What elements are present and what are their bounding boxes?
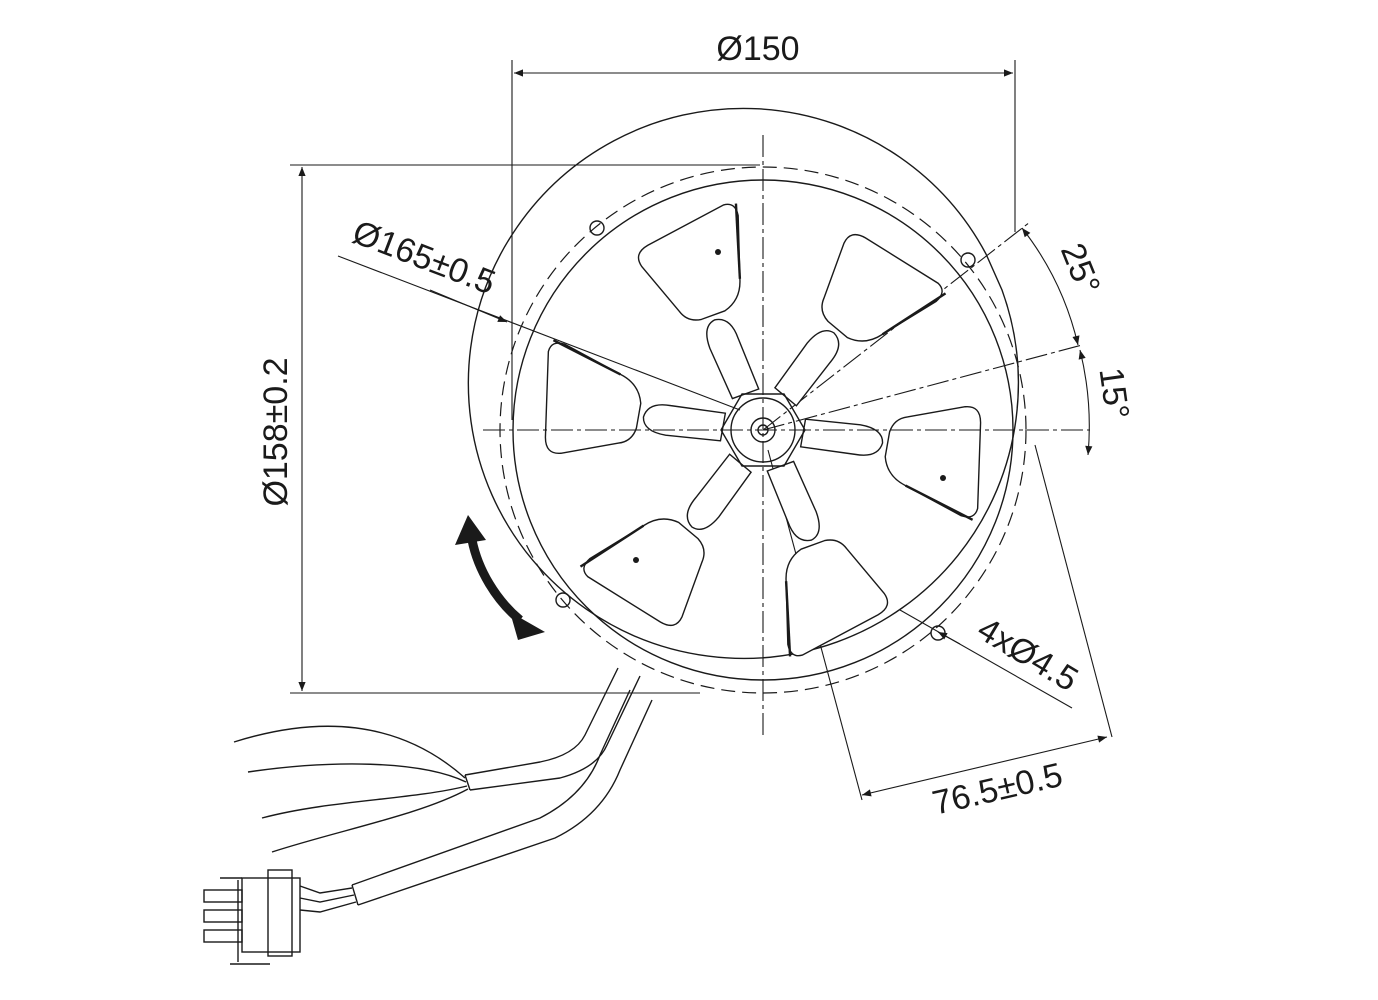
power-cable (233, 667, 653, 913)
impeller-blade (637, 203, 760, 400)
outer-diameter-label: Ø150 (716, 30, 799, 68)
wire-connector (203, 869, 301, 965)
impeller (544, 203, 982, 657)
blade-paddle (785, 539, 889, 657)
blade-arm (686, 453, 753, 530)
impeller-blade (766, 460, 889, 657)
mounting-hole (960, 252, 976, 268)
blade-paddle (884, 405, 982, 518)
impeller-blade (544, 339, 727, 455)
blade-arm (642, 404, 727, 442)
blade-edge (552, 339, 622, 376)
center-lines (483, 135, 1090, 735)
mounting-holes (555, 220, 976, 641)
impeller-blade (773, 233, 947, 407)
mounting-hole (930, 625, 946, 641)
angle-upper-label: 25° (1053, 238, 1107, 300)
blade-edge (579, 524, 645, 568)
blade-arm (773, 330, 840, 407)
mounting-hole (555, 592, 571, 608)
blade-edge (784, 581, 792, 657)
mounting-holes-label: 4xØ4.5 (971, 610, 1085, 699)
offset-label: 76.5±0.5 (929, 756, 1066, 823)
blade-edge (734, 203, 742, 279)
blade-arm (766, 460, 820, 542)
blade-edge (904, 484, 974, 521)
blade-edge (881, 292, 947, 336)
angle-lower-label: 15° (1091, 365, 1136, 421)
impeller-blade (579, 453, 753, 627)
impeller-blade (799, 405, 982, 521)
blade-paddle (544, 342, 642, 455)
flange-diameter-label: Ø158±0.2 (257, 357, 295, 506)
rotation-direction-arrow (455, 515, 545, 640)
mounting-hole (589, 220, 605, 236)
blade-paddle (637, 203, 741, 321)
blade-arm (706, 318, 760, 400)
blade-arm (799, 418, 884, 456)
